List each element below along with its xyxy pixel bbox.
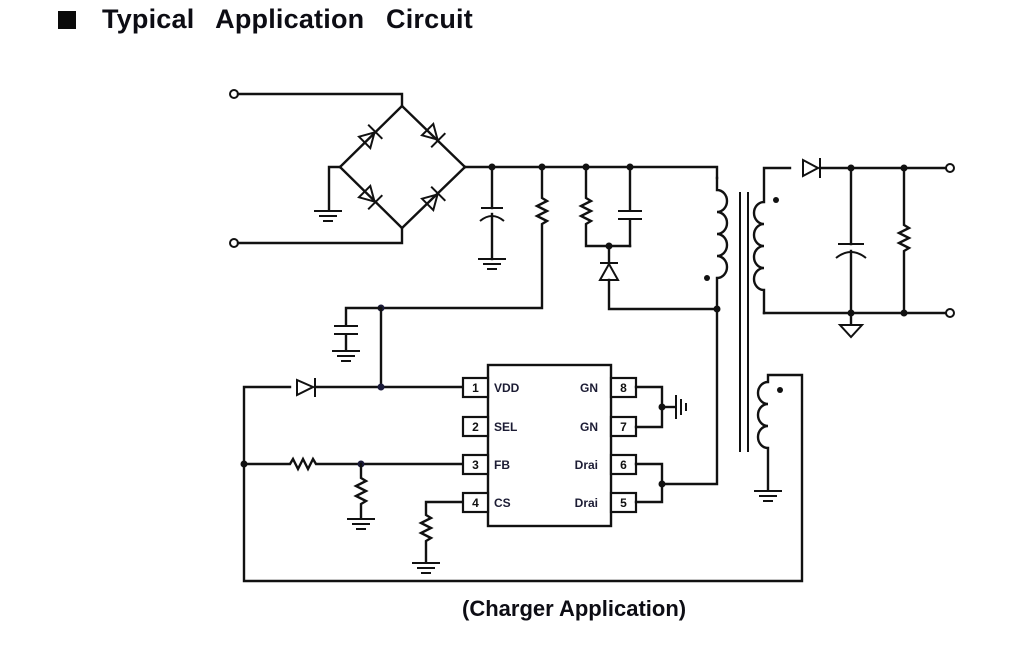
ic-pin-4: 4 CS: [461, 491, 511, 514]
svg-text:GN: GN: [580, 420, 598, 434]
ic-pin-3: 3 FB: [461, 453, 510, 476]
ground-icon: [313, 210, 343, 222]
controller-ic: 1 VDD 2 SEL 3 FB 4 CS 8 GN 7 GN: [461, 363, 638, 528]
ground-icon: [753, 490, 783, 502]
diode-icon: [357, 184, 384, 211]
ic-pin-7: 7 GN: [580, 415, 638, 438]
snubber-diode: [598, 244, 719, 311]
fb-lower-resistor: [353, 462, 369, 520]
svg-text:CS: CS: [494, 496, 511, 510]
ground-icon: [331, 350, 361, 362]
vdd-capacitor: [334, 306, 383, 352]
wire-gnd-pins: [634, 385, 664, 429]
output-terminal-negative: [945, 308, 955, 318]
polarity-dot: [704, 275, 710, 281]
svg-text:8: 8: [620, 381, 627, 395]
diode-icon: [420, 122, 447, 149]
chassis-ground-icon: [660, 395, 687, 419]
ground-icon: [411, 562, 441, 574]
wire-input-top: [236, 92, 404, 108]
svg-text:6: 6: [620, 458, 627, 472]
wire-bridge-ground: [327, 165, 342, 212]
section-title: Typical Application Circuit: [102, 3, 473, 34]
transformer-primary-winding: [660, 176, 729, 486]
bridge-rectifier: [338, 104, 467, 230]
polarity-dot: [773, 197, 779, 203]
svg-text:FB: FB: [494, 458, 510, 472]
svg-text:Drai: Drai: [575, 458, 598, 472]
ic-pin-1: 1 VDD: [461, 376, 520, 399]
wire-dc-bus: [463, 165, 719, 180]
ic-pin-8: 8 GN: [580, 376, 638, 399]
svg-text:4: 4: [472, 496, 479, 510]
junction-dot: [658, 480, 666, 488]
svg-text:5: 5: [620, 496, 627, 510]
output-diode: [802, 158, 821, 178]
diode-icon: [357, 123, 384, 150]
snubber-capacitor: [618, 165, 642, 248]
wire-input-bottom: [236, 226, 404, 245]
transformer-core: [739, 192, 749, 452]
snubber-resistor: [578, 165, 632, 248]
section-heading: Typical Application Circuit: [58, 2, 473, 36]
svg-text:3: 3: [472, 458, 479, 472]
ground-icon: [346, 518, 376, 530]
svg-text:Drai: Drai: [575, 496, 598, 510]
junction-dot: [377, 383, 385, 391]
svg-text:2: 2: [472, 420, 479, 434]
cs-resistor: [418, 500, 465, 564]
svg-text:VDD: VDD: [494, 381, 520, 395]
diode-icon: [420, 185, 447, 212]
square-bullet-icon: [58, 11, 76, 29]
fb-upper-resistor: [242, 456, 465, 472]
output-resistor: [896, 166, 912, 315]
polarity-dot: [777, 387, 783, 393]
output-terminal-positive: [945, 163, 955, 173]
svg-text:GN: GN: [580, 381, 598, 395]
ground-icon: [477, 258, 507, 270]
transformer-secondary-winding: [752, 166, 792, 315]
output-capacitor: [835, 166, 867, 315]
junction-dot: [713, 305, 721, 313]
svg-text:1: 1: [472, 381, 479, 395]
transformer-auxiliary-winding: [242, 373, 804, 583]
svg-text:7: 7: [620, 420, 627, 434]
figure-caption: (Charger Application): [462, 596, 687, 621]
secondary-ground-icon: [837, 311, 865, 339]
bulk-capacitor: [479, 165, 505, 261]
ic-pin-2: 2 SEL: [461, 415, 517, 438]
svg-text:SEL: SEL: [494, 420, 517, 434]
wire-drain-pins: [634, 462, 664, 504]
vdd-diode: [296, 378, 316, 397]
startup-resistor: [379, 165, 550, 310]
